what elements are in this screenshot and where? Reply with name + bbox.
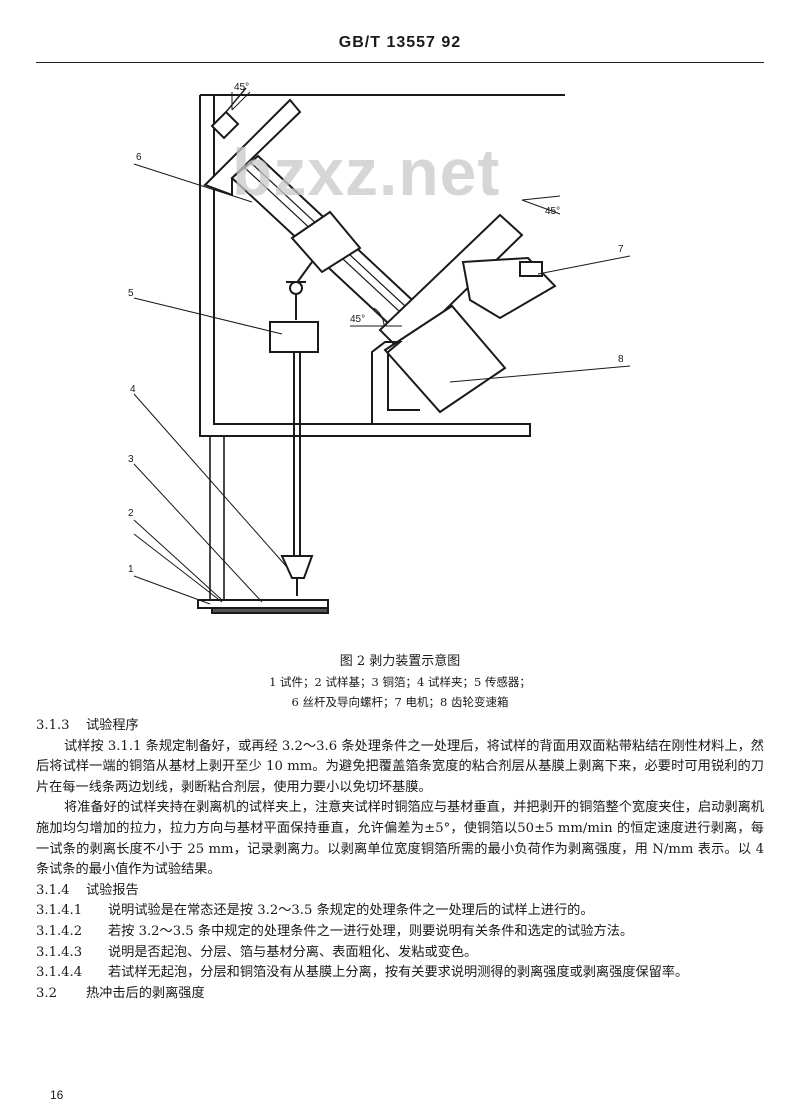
figure-legend-line-1: 1 试件；2 试样基；3 铜箔；4 试样夹；5 传感器； (269, 675, 531, 689)
list-item: 3.1.4.4 若试样无起泡，分层和铜箔没有从基膜上分离，按有关要求说明测得的剥离… (36, 963, 764, 984)
section-heading: 3.1.4 试验报告 (36, 881, 764, 902)
part-number-7: 7 (618, 244, 624, 255)
section-title: 试验报告 (86, 882, 139, 898)
page-number: 16 (50, 1088, 64, 1102)
header-rule (36, 62, 764, 63)
section-heading: 3.2 热冲击后的剥离强度 (36, 984, 764, 1005)
list-item: 3.1.4.1 说明试验是在常态还是按 3.2～3.5 条规定的处理条件之一处理后… (36, 901, 764, 922)
sensor-body (269, 321, 319, 353)
motor-cap (519, 261, 543, 277)
item-text: 若按 3.2～3.5 条中规定的处理条件之一进行处理，则要说明有关条件和选定的试… (108, 923, 634, 939)
section-number: 3.1.3 (36, 718, 70, 733)
figure-legend-line-2: 6 丝杆及导向螺杆；7 电机；8 齿轮变速箱 (291, 695, 509, 709)
specimen-base (197, 599, 329, 609)
figure-title: 图 2 剥力装置示意图 (339, 654, 461, 669)
part-number-1: 1 (128, 564, 134, 575)
top-bolt (210, 110, 240, 140)
section-number: 3.2 (36, 985, 57, 1001)
upper-arm (203, 98, 302, 197)
part-number-4: 4 (130, 384, 136, 395)
frame-outline (199, 95, 531, 437)
lower-bracket (371, 341, 420, 424)
item-number: 3.1.4.2 (36, 923, 83, 939)
angle-label-right: 45° (545, 206, 560, 217)
angle-label-mid: 45° (350, 314, 365, 325)
gearbox (383, 304, 507, 414)
paragraph: 试样按 3.1.1 条规定制备好，或再经 3.2～3.6 条处理条件之一处理后，… (36, 738, 764, 795)
part-number-8: 8 (618, 354, 624, 365)
item-text: 说明是否起泡、分层、箔与基材分离、表面粗化、发粘或变色。 (108, 944, 478, 960)
item-number: 3.1.4.4 (36, 965, 83, 981)
item-number: 3.1.4.3 (36, 944, 83, 960)
section-title: 热冲击后的剥离强度 (86, 985, 205, 1001)
part-number-5: 5 (128, 288, 134, 299)
part-number-6: 6 (136, 152, 142, 163)
section-heading: 3.1.3 试验程序 (36, 716, 764, 737)
item-text: 若试样无起泡，分层和铜箔没有从基膜上分离，按有关要求说明测得的剥离强度或剥离强度… (108, 965, 689, 981)
paragraph: 将准备好的试样夹持在剥离机的试样夹上，注意夹试样时铜箔应与基材垂直，并把剥开的铜… (36, 800, 764, 878)
list-item: 3.1.4.2 若按 3.2～3.5 条中规定的处理条件之一进行处理，则要说明有关… (36, 922, 764, 943)
section-number: 3.1.4 (36, 882, 70, 898)
specimen-clamp (280, 555, 314, 579)
section-title: 试验程序 (86, 718, 139, 733)
part-number-2: 2 (128, 508, 134, 519)
angle-label-top: 45° (234, 82, 249, 93)
item-text: 说明试验是在常态还是按 3.2～3.5 条规定的处理条件之一处理后的试样上进行的… (108, 903, 594, 919)
list-item: 3.1.4.3 说明是否起泡、分层、箔与基材分离、表面粗化、发粘或变色。 (36, 943, 764, 964)
peel-apparatus-diagram: 45° 45° 45° 6 7 5 8 4 3 2 1 (128, 82, 631, 614)
slider-block (290, 210, 362, 274)
body-text: 3.1.3 试验程序 试样按 3.1.1 条规定制备好，或再经 3.2～3.6 条… (36, 716, 764, 1004)
page-header: GB/T 13557 92 (338, 34, 462, 51)
part-number-3: 3 (128, 454, 134, 465)
item-number: 3.1.4.1 (36, 903, 83, 919)
watermark: bzxz.net (232, 135, 501, 209)
